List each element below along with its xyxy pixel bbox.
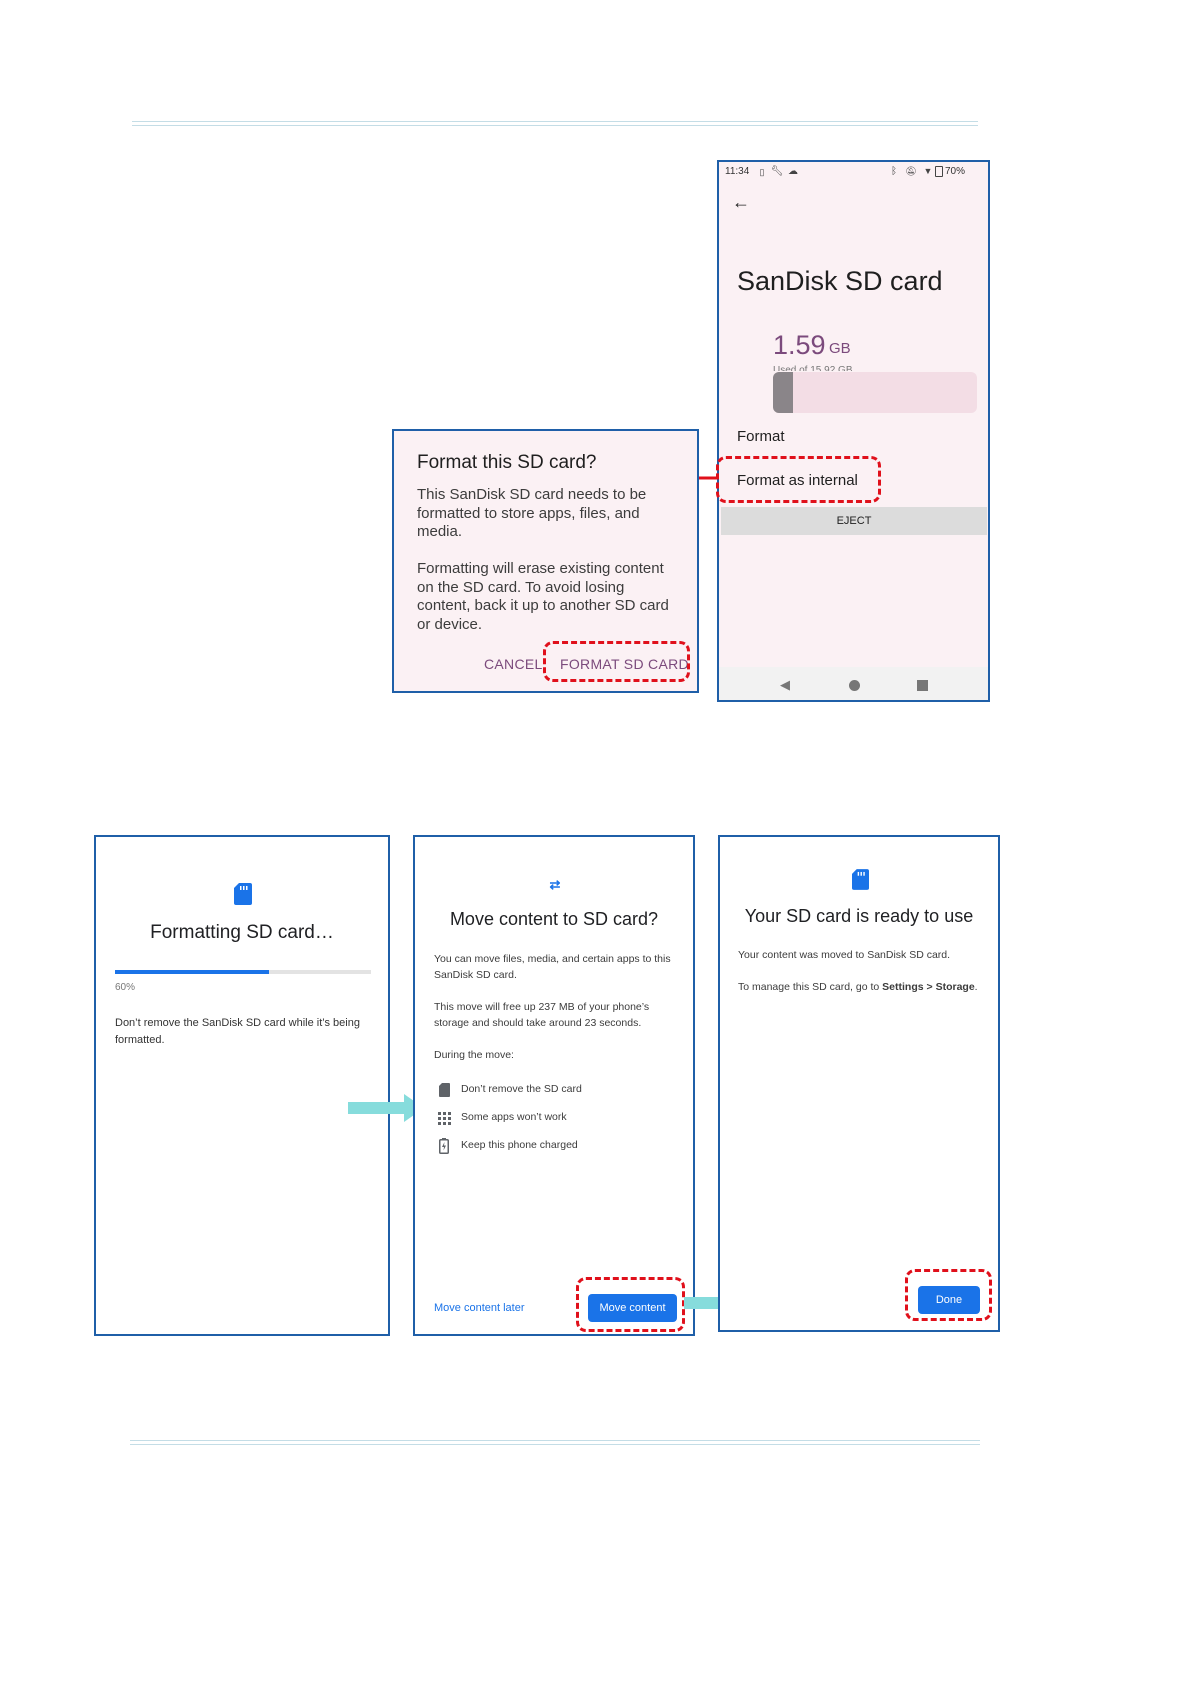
during-item-1: Don’t remove the SD card	[461, 1083, 582, 1095]
progress-percent: 60%	[115, 982, 136, 993]
wrench-icon: 🔧︎	[770, 165, 784, 177]
sd-card-icon	[234, 883, 252, 905]
during-item-2: Some apps won’t work	[461, 1111, 567, 1123]
battery-percent: 70%	[945, 166, 966, 177]
sd-ready-screen: Your SD card is ready to use Your conten…	[718, 835, 1000, 1332]
highlight-done	[905, 1269, 992, 1321]
menu-format[interactable]: Format	[737, 428, 785, 445]
wifi-icon: ▼	[923, 166, 933, 176]
sd-card-icon	[437, 1082, 451, 1098]
cloud-icon: ☁	[788, 165, 798, 177]
during-item-3: Keep this phone charged	[461, 1139, 578, 1151]
sd-status-icon: ▯	[759, 166, 765, 177]
ready-paragraph-2-prefix: To manage this SD card, go to	[738, 981, 883, 993]
path-separator: >	[923, 981, 936, 993]
dialog-paragraph-1: This SanDisk SD card needs to be formatt…	[417, 486, 647, 540]
back-arrow-icon[interactable]: ←	[732, 191, 750, 212]
move-content-later-link[interactable]: Move content later	[434, 1302, 525, 1314]
bluetooth-icon: ᛒ	[891, 165, 897, 177]
formatting-title: Formatting SD card…	[150, 922, 334, 943]
nav-home-icon[interactable]	[846, 677, 862, 693]
page-title: SanDisk SD card	[737, 266, 943, 296]
dialog-paragraph-2: Formatting will erase existing content o…	[417, 560, 669, 633]
move-content-screen: ⇄ Move content to SD card? You can move …	[413, 835, 695, 1336]
mute-icon: 🔕︎	[905, 165, 917, 176]
header-rule	[132, 121, 978, 126]
dialog-title: Format this SD card?	[417, 452, 597, 473]
sd-card-icon	[852, 869, 869, 890]
battery-icon	[935, 166, 943, 177]
storage-usage-fill	[773, 372, 794, 413]
format-progress-bar	[115, 970, 371, 974]
highlight-format-sd-card	[543, 641, 690, 682]
sd-card-settings-screen: 11:34 ▯ 🔧︎ ☁ ᛒ 🔕︎ ▼ 70% ← SanDisk SD car…	[717, 160, 990, 702]
navigation-bar: ◀	[719, 667, 988, 700]
ready-paragraph-2: To manage this SD card, go to Settings >…	[738, 981, 978, 993]
during-move-label: During the move:	[434, 1049, 514, 1061]
cancel-button[interactable]: CANCEL	[484, 656, 543, 672]
move-title: Move content to SD card?	[449, 909, 659, 929]
storage-usage-bar	[773, 372, 977, 413]
footer-rule	[130, 1440, 980, 1445]
format-sd-card-button[interactable]: FORMAT SD CARD	[560, 656, 689, 672]
apps-grid-icon	[437, 1111, 451, 1125]
battery-charging-icon	[437, 1137, 451, 1155]
nav-recents-icon[interactable]	[914, 677, 930, 693]
ready-paragraph-1: Your content was moved to SanDisk SD car…	[738, 949, 951, 961]
move-paragraph-1: You can move files, media, and certain a…	[434, 953, 671, 981]
nav-back-icon[interactable]: ◀	[780, 677, 790, 692]
used-of-caption: Used of 15.92 GB	[773, 365, 853, 371]
used-unit: GB	[829, 340, 851, 357]
swap-arrows-icon: ⇄	[549, 877, 561, 892]
settings-label: Settings	[882, 981, 924, 993]
done-button[interactable]: Done	[918, 1286, 980, 1314]
move-content-button[interactable]: Move content	[588, 1294, 677, 1322]
storage-label: Storage	[935, 981, 975, 993]
format-progress-fill	[115, 970, 269, 974]
status-time: 11:34	[725, 166, 750, 177]
highlight-move-content	[576, 1277, 685, 1332]
ready-title: Your SD card is ready to use	[744, 906, 974, 926]
formatting-screen: Formatting SD card… 60% Don’t remove the…	[94, 835, 390, 1336]
used-value: 1.59	[773, 330, 826, 360]
move-paragraph-2: This move will free up 237 MB of your ph…	[434, 1001, 650, 1029]
eject-button[interactable]: EJECT	[721, 507, 987, 535]
menu-format-as-internal[interactable]: Format as internal	[737, 472, 858, 489]
formatting-note: Don’t remove the SanDisk SD card while i…	[115, 1017, 360, 1046]
period: .	[974, 981, 978, 993]
highlight-format-as-internal	[716, 456, 881, 503]
